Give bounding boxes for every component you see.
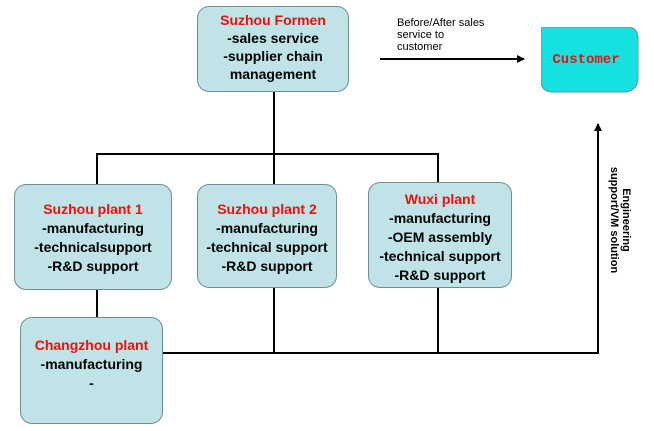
- suzhou-formen-box: Suzhou Formen -sales service -supplier c…: [197, 6, 349, 92]
- plant2-line: -technical support: [206, 239, 328, 255]
- suzhou-plant2-title: Suzhou plant 2: [217, 201, 317, 217]
- changzhou-plant-box: Changzhou plant -manufacturing -: [20, 317, 163, 424]
- wuxi-line: -R&D support: [394, 267, 486, 283]
- plant1-line: -technicalsupport: [34, 239, 152, 255]
- plant1-line: -R&D support: [47, 258, 139, 274]
- engineering-caption-line: Engineering: [620, 187, 632, 252]
- engineering-caption: Engineering support/VM solution: [608, 142, 632, 297]
- suzhou-plant2-box: Suzhou plant 2 -manufacturing -technical…: [197, 184, 337, 288]
- engineering-caption-line: support/VM solution: [608, 166, 620, 273]
- wuxi-line: -OEM assembly: [387, 229, 493, 245]
- plant2-line: -manufacturing: [216, 220, 318, 236]
- plant1-line: -manufacturing: [42, 220, 144, 236]
- hq-line: -supplier chain: [223, 48, 323, 64]
- suzhou-formen-title: Suzhou Formen: [220, 12, 326, 28]
- changzhou-line: -manufacturing: [40, 356, 143, 372]
- plant2-line: -R&D support: [221, 258, 313, 274]
- suzhou-plant1-box: Suzhou plant 1 -manufacturing -technical…: [14, 184, 172, 290]
- sales-caption-line: Before/After sales: [397, 17, 485, 29]
- wuxi-line: -technical support: [379, 248, 501, 264]
- sales-caption-line: customer: [397, 41, 443, 53]
- wuxi-plant-box: Wuxi plant -manufacturing -OEM assembly …: [368, 182, 512, 288]
- sales-caption: Before/After sales service to customer: [397, 17, 517, 53]
- customer-shape: [541, 27, 639, 93]
- changzhou-line: -: [89, 375, 94, 391]
- hq-line: management: [229, 66, 317, 82]
- suzhou-plant1-title: Suzhou plant 1: [43, 201, 143, 217]
- wuxi-plant-title: Wuxi plant: [404, 191, 476, 207]
- wuxi-line: -manufacturing: [389, 210, 491, 226]
- customer-label: Customer: [552, 52, 620, 68]
- changzhou-plant-title: Changzhou plant: [34, 337, 149, 353]
- hq-line: -sales service: [227, 30, 319, 46]
- sales-caption-line: service to: [397, 29, 445, 41]
- customer-node: Customer: [541, 27, 639, 93]
